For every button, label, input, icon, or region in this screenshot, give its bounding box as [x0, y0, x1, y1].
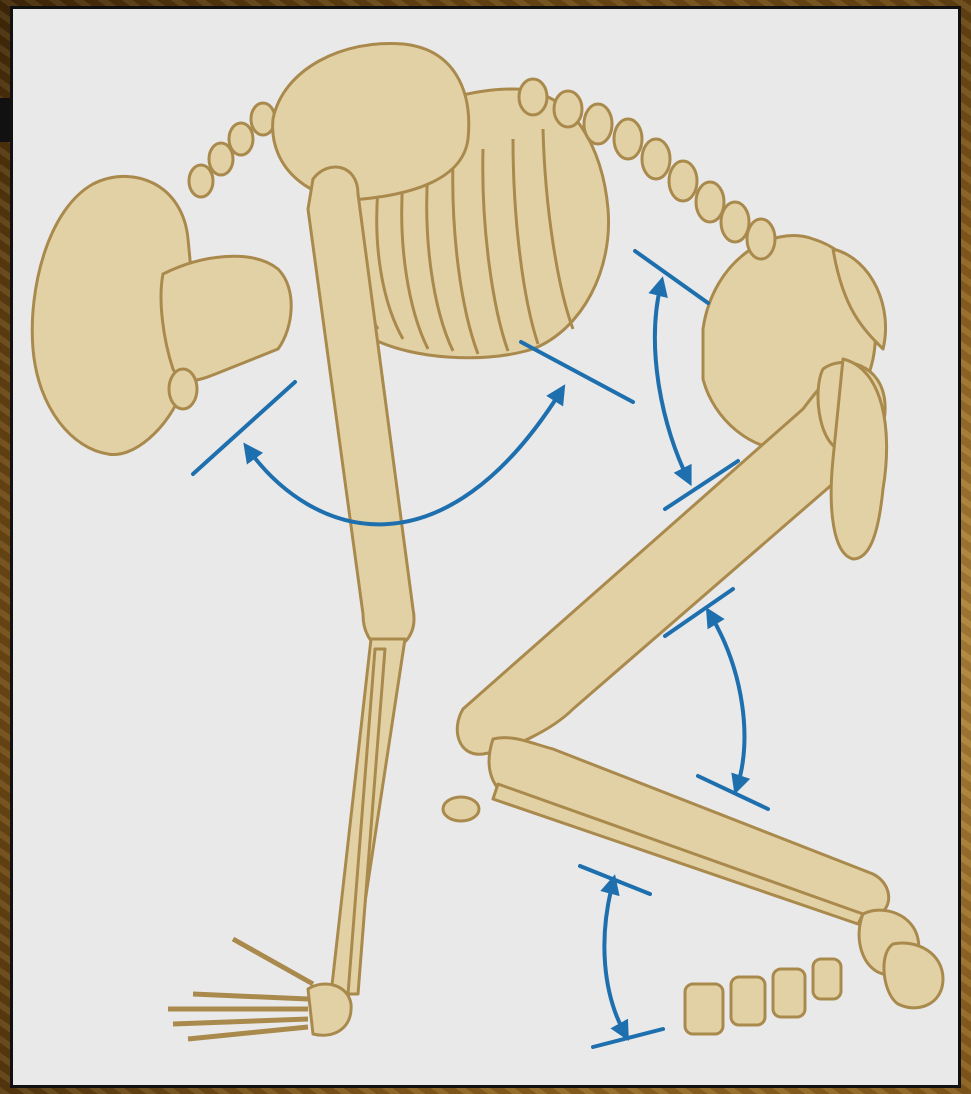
eye-socket — [169, 369, 197, 409]
scapula — [273, 43, 469, 199]
tibia — [489, 738, 889, 914]
crouching-skeleton-diagram — [13, 9, 958, 1085]
cervical-vertebrae — [189, 103, 275, 197]
talus — [884, 943, 943, 1008]
angle-marker — [635, 251, 708, 303]
knee-arc-arrow — [710, 614, 744, 787]
neck-chest-arc-arrow — [248, 391, 561, 524]
angle-marker — [521, 342, 633, 402]
tarsal — [813, 959, 841, 999]
illustration-panel — [10, 6, 961, 1088]
metatarsal — [685, 984, 723, 1034]
angle-marker — [580, 866, 650, 894]
angle-marker — [698, 776, 768, 809]
angle-marker — [593, 1029, 663, 1047]
metatarsal — [773, 969, 805, 1017]
femur — [457, 369, 883, 754]
hand — [168, 939, 351, 1039]
ankle-arc-arrow — [604, 882, 625, 1034]
angle-indicators — [193, 251, 768, 1047]
angle-marker — [193, 382, 295, 474]
jaw — [161, 256, 291, 380]
patella — [443, 797, 479, 821]
trunk-thigh-arc-arrow — [655, 284, 688, 479]
metatarsal — [731, 977, 765, 1025]
